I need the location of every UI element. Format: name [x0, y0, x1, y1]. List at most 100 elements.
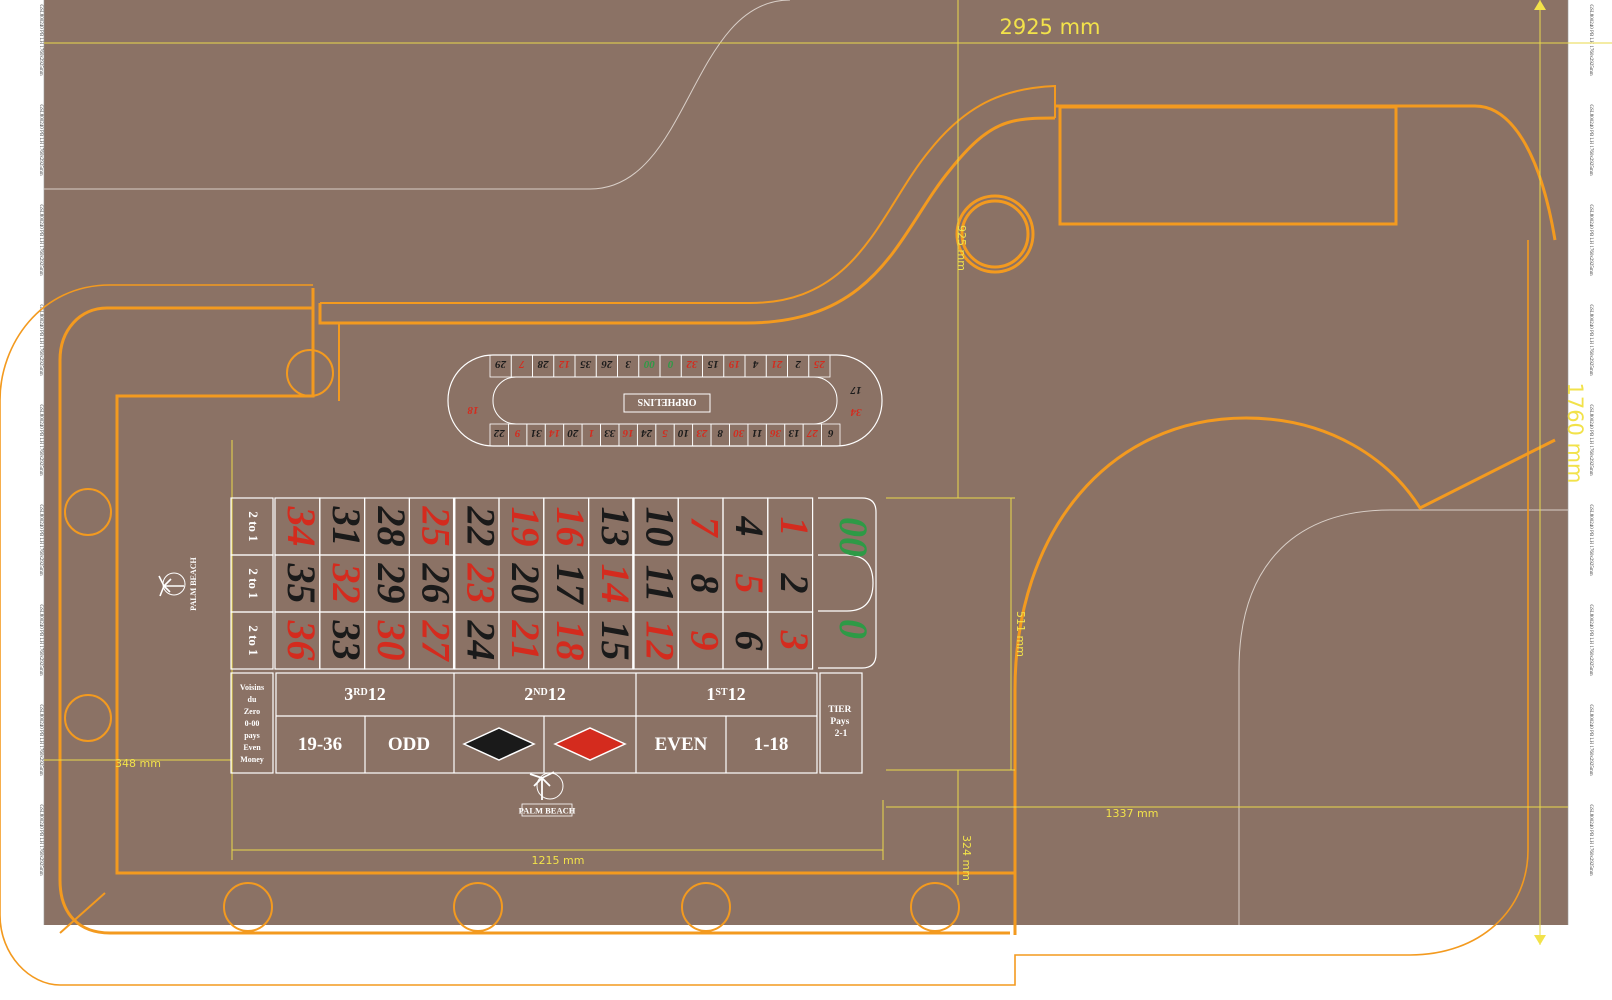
racetrack-cell: [489, 423, 509, 447]
table-felt: [44, 0, 1568, 925]
strip-label-left: GSL800240 PB LH 1760x2925mm: [38, 604, 43, 675]
number-label: 33: [324, 620, 369, 661]
number-label: 27: [414, 620, 459, 663]
right-curve-guide: [1238, 509, 1568, 925]
racetrack-number: 25: [813, 358, 826, 370]
racetrack-number: 4: [752, 358, 759, 370]
strip-label-right: GSL800240 PB LH 1760x2925mm: [1588, 304, 1593, 375]
number-label: 16: [548, 507, 593, 547]
voisins-line: Money: [240, 755, 264, 764]
column-bet-label: 2 to 1: [246, 511, 261, 541]
number-label: 19: [503, 507, 548, 547]
strip-label-left: GSL800240 PB LH 1760x2925mm: [38, 204, 43, 275]
number-label: 17: [548, 564, 593, 606]
bet-19-36: 19-36: [298, 734, 342, 755]
strip-label-right: GSL800240 PB LH 1760x2925mm: [1588, 204, 1593, 275]
number-label: 24: [458, 620, 503, 661]
racetrack-number: 6: [828, 427, 834, 439]
racetrack-number: 00: [643, 358, 655, 370]
number-label: 9: [682, 631, 727, 651]
racetrack-number: 19: [728, 358, 740, 370]
bet-odd: ODD: [388, 734, 430, 755]
racetrack-number: 31: [531, 427, 543, 439]
voisins-line: Zero: [244, 707, 260, 716]
racetrack-number: 0: [667, 358, 673, 370]
zero-single-label: 0: [831, 619, 876, 639]
racetrack-number: 1: [589, 427, 595, 439]
dim-height-right: 1760 mm: [1563, 382, 1587, 483]
number-label: 6: [727, 631, 772, 651]
zero-double-label: 00: [831, 517, 876, 557]
number-label: 29: [369, 563, 414, 604]
number-label: 11: [638, 565, 683, 603]
strip-label-left: GSL800240 PB LH 1760x2925mm: [38, 404, 43, 475]
dim-layout-height: 511 mm: [1014, 611, 1027, 657]
racetrack-number: 33: [604, 427, 617, 439]
racetrack-number: 22: [493, 427, 506, 439]
dimension-labels: 2925 mm 1760 mm 925 mm 511 mm 348 mm 121…: [115, 15, 1587, 881]
strip-label-right: GSL800240 PB LH 1760x2925mm: [1588, 104, 1593, 175]
number-label: 32: [324, 563, 369, 604]
number-label: 35: [279, 563, 324, 604]
number-label: 12: [638, 621, 683, 661]
voisins-line: pays: [244, 731, 260, 740]
racetrack-number: 3: [625, 358, 632, 370]
number-label: 8: [682, 574, 727, 594]
svg-text:PALM BEACH: PALM BEACH: [189, 557, 198, 611]
number-label: 28: [369, 506, 414, 547]
bet-black-diamond: [462, 727, 536, 761]
number-label: 23: [458, 563, 503, 604]
bet-1-18: 1-18: [754, 734, 789, 755]
dim-bottom-offset: 324 mm: [960, 835, 973, 881]
number-cell: [767, 611, 814, 670]
dim-wheel-offset: 925 mm: [955, 225, 968, 271]
racetrack-number: 27: [806, 427, 819, 439]
racetrack-number: 32: [686, 358, 699, 370]
strip-label-right: GSL800240 PB LH 1760x2925mm: [1588, 704, 1593, 775]
number-label: 36: [279, 620, 324, 661]
racetrack-number: 11: [752, 427, 762, 439]
dim-right-span: 1337 mm: [1106, 807, 1159, 820]
bet-red-diamond: [553, 727, 627, 761]
racetrack-number: 23: [696, 427, 709, 439]
racetrack-number: 9: [514, 427, 520, 439]
racetrack-number: 13: [788, 427, 800, 439]
strip-label-right: GSL800240 PB LH 1760x2925mm: [1588, 604, 1593, 675]
svg-text:PALM BEACH: PALM BEACH: [519, 806, 576, 816]
racetrack-number: 30: [733, 427, 746, 439]
number-label: 2: [772, 573, 817, 594]
number-label: 7: [682, 517, 727, 539]
bet-even: EVEN: [655, 734, 708, 755]
racetrack-number: 16: [622, 427, 634, 439]
dim-width-top: 2925 mm: [999, 15, 1100, 39]
number-label: 4: [727, 516, 772, 537]
number-label: 34: [279, 506, 324, 547]
column-bet-cell: [230, 611, 274, 670]
racetrack-number: 5: [662, 427, 668, 439]
dozen-first: 1ST12: [706, 684, 745, 704]
palm-beach-logo-side: PALM BEACH: [158, 557, 198, 611]
strip-label-left: GSL800240 PB LH 1760x2925mm: [38, 504, 43, 575]
dimension-lines: [44, 0, 1612, 945]
dim-layout-width: 1215 mm: [532, 854, 585, 867]
strip-label-left: GSL800240 PB LH 1760x2925mm: [38, 4, 43, 75]
racetrack-number: 36: [770, 427, 783, 439]
number-label: 1: [772, 517, 817, 537]
upper-curve-guide: [44, 0, 791, 190]
number-label: 18: [548, 621, 593, 661]
racetrack-number: 14: [548, 427, 560, 439]
racetrack-number: 18: [467, 404, 479, 416]
racetrack-number: 2: [795, 358, 802, 370]
number-label: 22: [458, 506, 503, 547]
racetrack-number: 24: [641, 427, 654, 439]
column-bet-label: 2 to 1: [246, 568, 261, 598]
strip-label-left: GSL800240 PB LH 1760x2925mm: [38, 104, 43, 175]
